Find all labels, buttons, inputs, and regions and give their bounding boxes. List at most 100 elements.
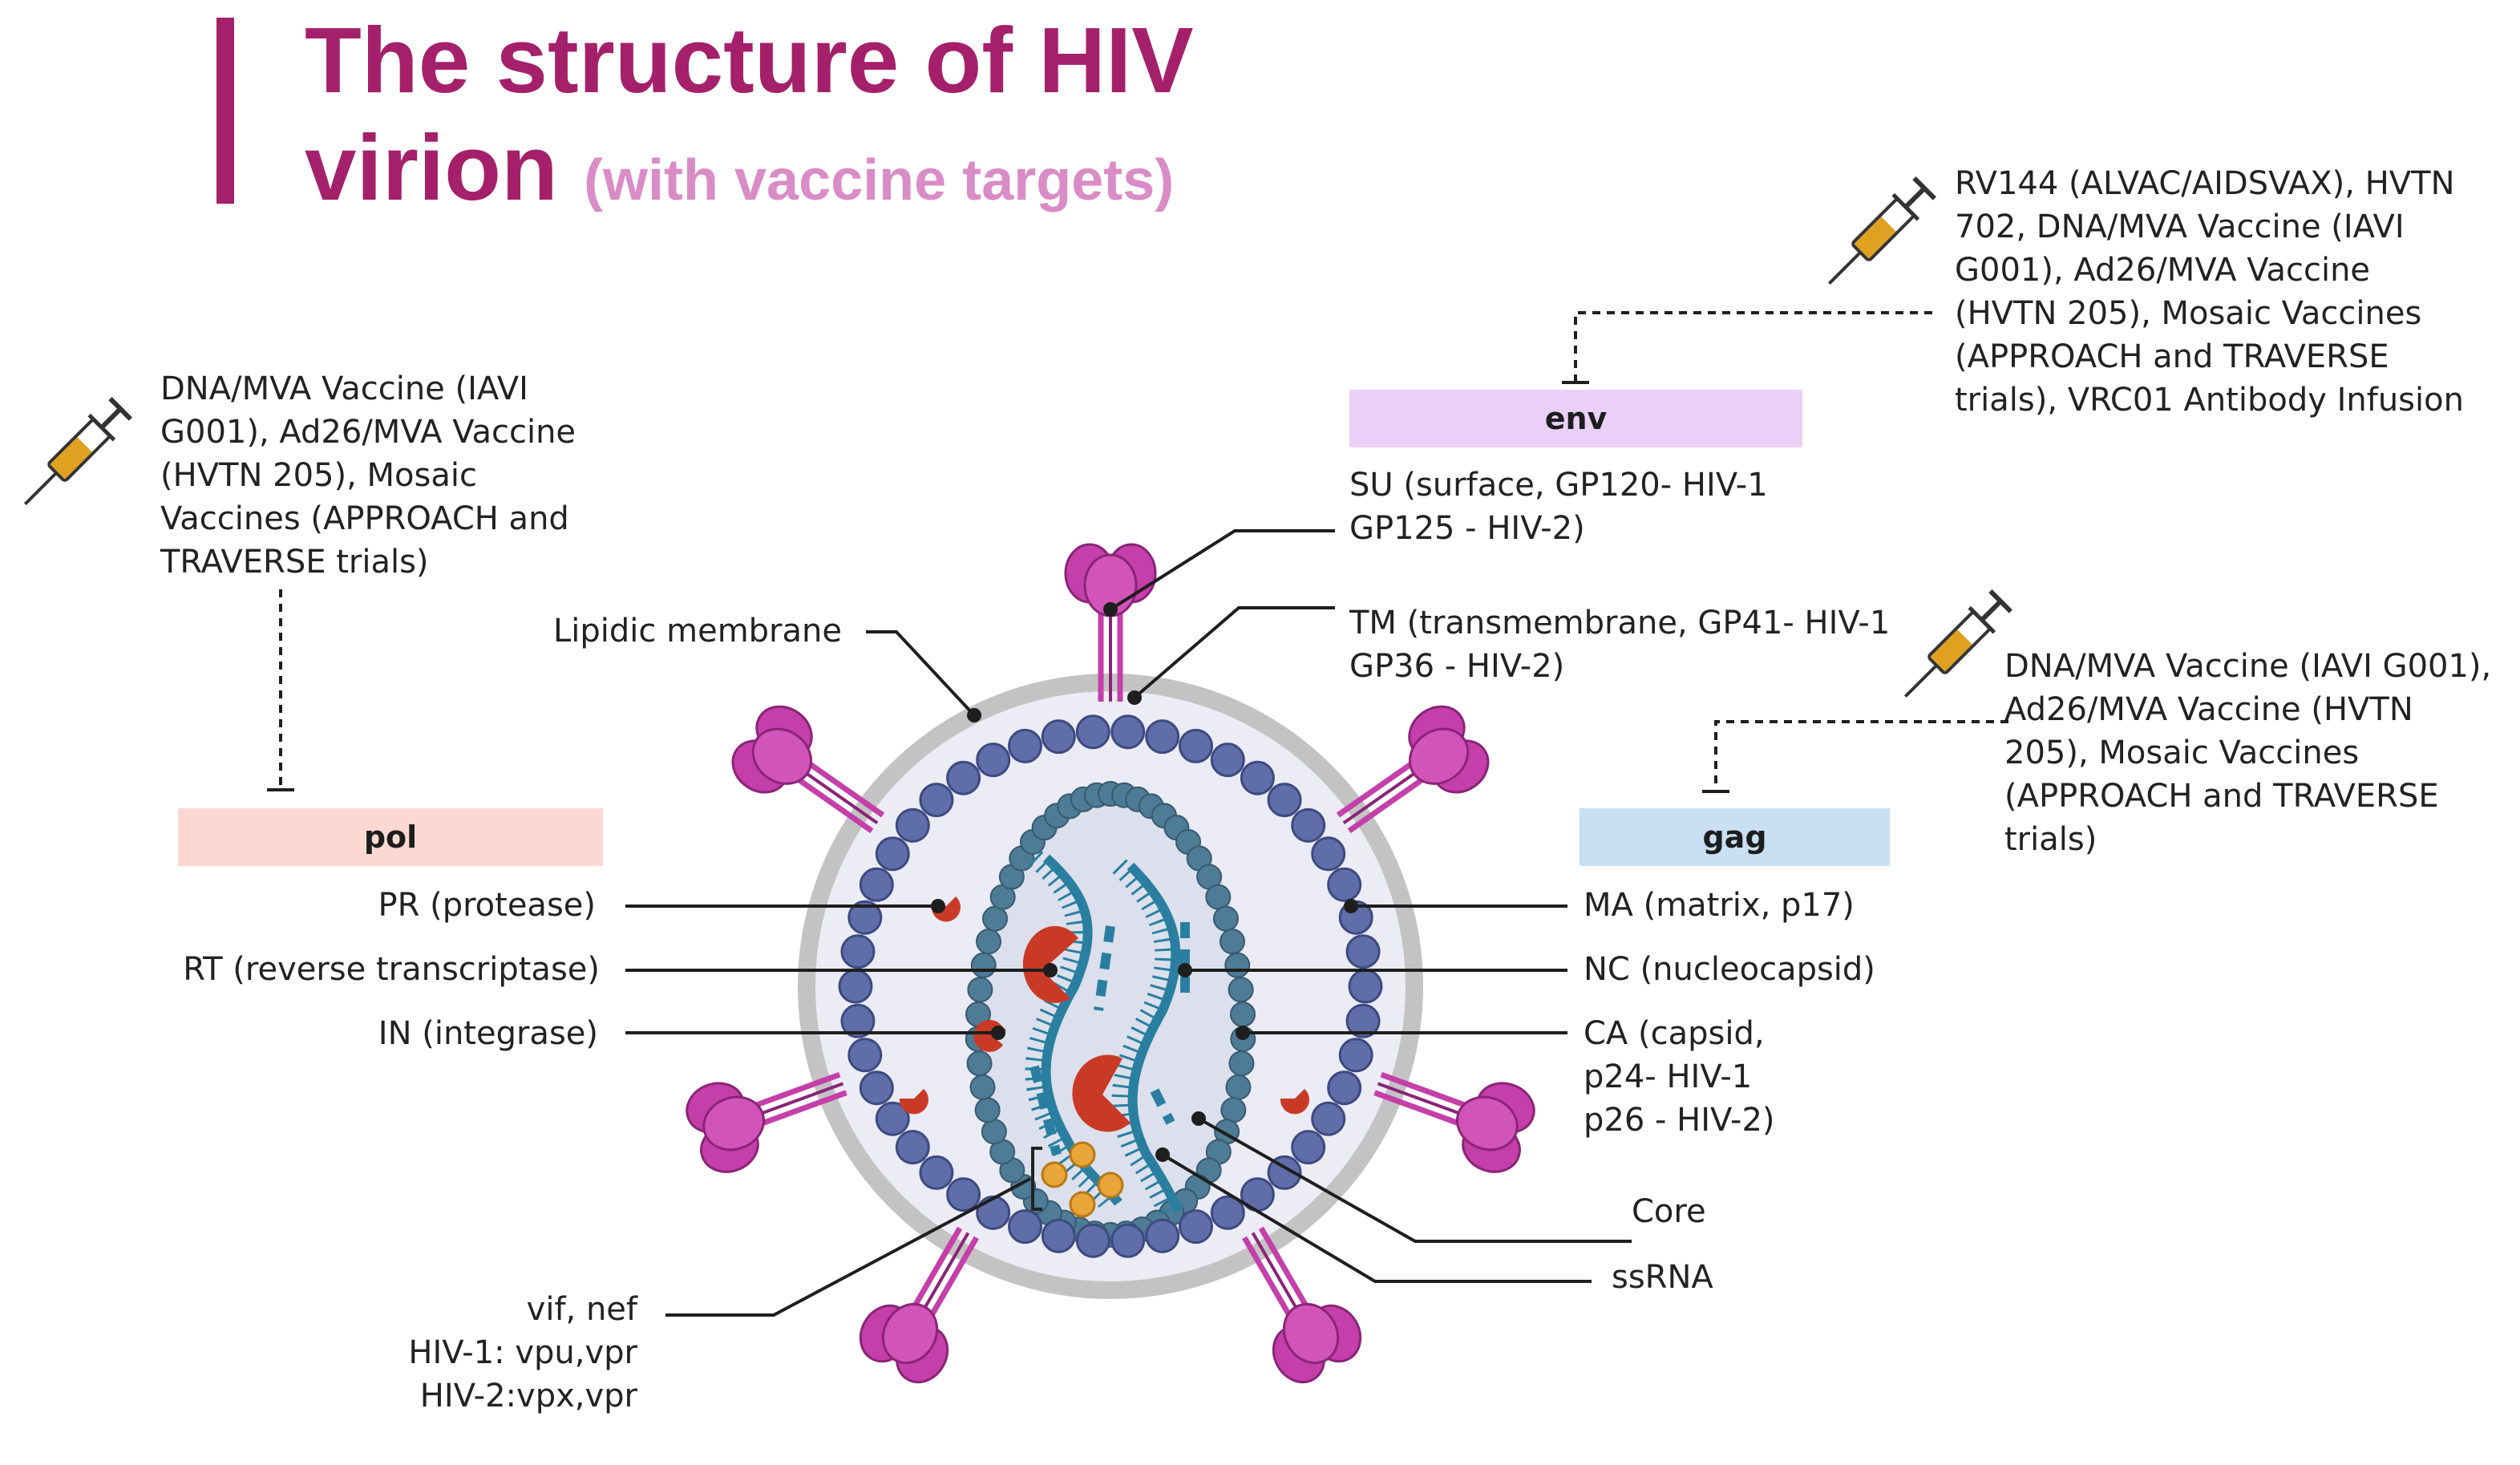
gag-gene-box: gag	[1580, 808, 1890, 866]
matrix-protein-bead	[1311, 836, 1346, 872]
connector-dot-tm	[1127, 690, 1142, 705]
matrix-protein-bead	[1348, 969, 1383, 1004]
protease-icon	[931, 896, 961, 922]
protease-icons	[899, 896, 1309, 1115]
connector-dot-ssrna	[1155, 1147, 1170, 1162]
connector-core	[1198, 1117, 1632, 1243]
nucleocapsid-dashes-4	[1150, 1088, 1175, 1125]
ssrna-strand-left-ticks	[1025, 851, 1115, 1209]
capsid-protein-bead	[967, 977, 993, 1003]
matrix-protein-bead	[1178, 728, 1213, 763]
syringe-needle	[1903, 664, 1938, 698]
syringe-icon	[1903, 589, 2013, 698]
protease-icon	[899, 1089, 928, 1115]
label-su: SU (surface, GP120- HIV-1 GP125 - HIV-2)	[1349, 467, 1768, 547]
syringe-flange	[87, 413, 116, 442]
envelope-glycoprotein-spike-icon	[686, 1071, 847, 1173]
matrix-protein-bead	[1110, 1223, 1146, 1258]
matrix-protein-bead	[1075, 714, 1110, 750]
capsid-protein-bead	[1228, 1050, 1255, 1077]
vaccine-target-lines	[267, 311, 2008, 793]
connector-dot-core	[1191, 1111, 1206, 1126]
matrix-protein-bead	[1145, 719, 1180, 755]
envelope-glycoprotein-spike-icon	[1336, 705, 1490, 834]
matrix-protein-bead	[1338, 1038, 1373, 1073]
syringe-liquid	[1854, 217, 1896, 259]
label-core: Core	[1632, 1193, 1706, 1230]
pol-vaccine-list: DNA/MVA Vaccine (IAVI G001), Ad26/MVA Va…	[160, 370, 576, 581]
matrix-protein-bead	[1210, 743, 1245, 778]
capsid-protein-bead	[1225, 1074, 1252, 1100]
capsid-protein-bead	[974, 1097, 1001, 1123]
accessory-protein	[1069, 1141, 1096, 1168]
envelope-glycoprotein-spike-icon	[1373, 1071, 1535, 1173]
envelope-glycoprotein-spike-icon	[731, 705, 885, 834]
capsid-protein-bead	[976, 929, 1002, 955]
title-subtitle: (with vaccine targets)	[584, 148, 1175, 212]
matrix-protein-bead	[1008, 728, 1043, 763]
capsid-protein-bead	[1224, 952, 1251, 978]
matrix-protein-bead	[1267, 1155, 1302, 1190]
syringe-flange	[1891, 192, 1920, 221]
reverse-transcriptase-shape	[1022, 925, 1078, 1003]
label-nc: NC (nucleocapsid)	[1584, 951, 1875, 988]
connector-dot-ma	[1344, 899, 1358, 913]
matrix-protein-bead	[1075, 1223, 1110, 1258]
capsid-protein-bead	[1212, 905, 1239, 932]
matrix-protein-bead	[1345, 1003, 1381, 1038]
matrix-protein-bead	[840, 1003, 876, 1038]
env-gene-box: env	[1349, 390, 1802, 447]
matrix-protein-bead	[1008, 1209, 1043, 1244]
matrix-protein-bead	[859, 1070, 894, 1106]
label-pr: PR (protease)	[378, 887, 596, 924]
matrix-protein-bead	[1145, 1218, 1180, 1253]
protease-icon	[1280, 1089, 1309, 1115]
label-rt: RT (reverse transcriptase)	[183, 951, 600, 988]
matrix-protein-bead	[1311, 1101, 1346, 1136]
capsid-protein-bead	[969, 1074, 996, 1100]
matrix-protein-bead	[875, 1101, 910, 1136]
envelope-glycoprotein-spike-icon	[1242, 1226, 1362, 1384]
matrix-protein-bead	[1345, 934, 1381, 969]
syringe-icon	[23, 396, 133, 506]
label-connectors	[625, 529, 1632, 1317]
label-accessory-proteins: vif, nef HIV-1: vpu,vpr HIV-2:vpx,vpr	[408, 1291, 637, 1414]
reverse-transcriptase-shape-2	[1072, 1054, 1131, 1132]
inhibitor-line-env	[1574, 311, 1932, 381]
matrix-protein-bead	[1327, 867, 1362, 902]
label-in: IN (integrase)	[378, 1015, 598, 1052]
connector-dot-rt	[1043, 963, 1058, 977]
matrix-protein-bead	[847, 1038, 883, 1073]
connector-dot-ca	[1236, 1026, 1250, 1040]
matrix-protein-bead	[1267, 783, 1302, 818]
syringe-plunger	[1980, 599, 2003, 622]
matrix-protein-bead	[919, 783, 954, 818]
connector-dot-in	[991, 1026, 1005, 1040]
matrix-protein-bead	[976, 743, 1011, 778]
accessory-protein	[1069, 1191, 1096, 1218]
matrix-protein-bead	[895, 807, 930, 843]
syringe-plunger	[99, 407, 123, 430]
title-accent-bar	[216, 18, 234, 204]
matrix-protein-bead	[1240, 760, 1275, 795]
syringe-needle	[23, 471, 58, 506]
matrix-protein-bead	[1178, 1209, 1213, 1244]
capsid-protein-bead	[970, 952, 997, 978]
connector-accessory	[665, 1177, 1031, 1317]
title-line-2: virion	[305, 115, 558, 220]
accessory-proteins	[1031, 1141, 1124, 1218]
matrix-protein-bead	[847, 900, 883, 935]
nucleocapsid-dashes-3	[1029, 1065, 1062, 1156]
connector-dot-su	[1103, 602, 1118, 617]
matrix-protein-bead	[1291, 1130, 1326, 1165]
capsid-protein-bead	[981, 1119, 1007, 1145]
syringe-liquid	[50, 437, 92, 480]
envelope-spikes	[686, 543, 1535, 1384]
label-lipidic-membrane: Lipidic membrane	[553, 613, 842, 650]
matrix-protein-bead	[946, 760, 981, 795]
matrix-protein-bead	[976, 1195, 1011, 1230]
syringe-handle	[1988, 589, 2013, 613]
diagram-title: The structure of HIV virion (with vaccin…	[305, 6, 1194, 234]
connector-ssrna	[1161, 1153, 1592, 1283]
